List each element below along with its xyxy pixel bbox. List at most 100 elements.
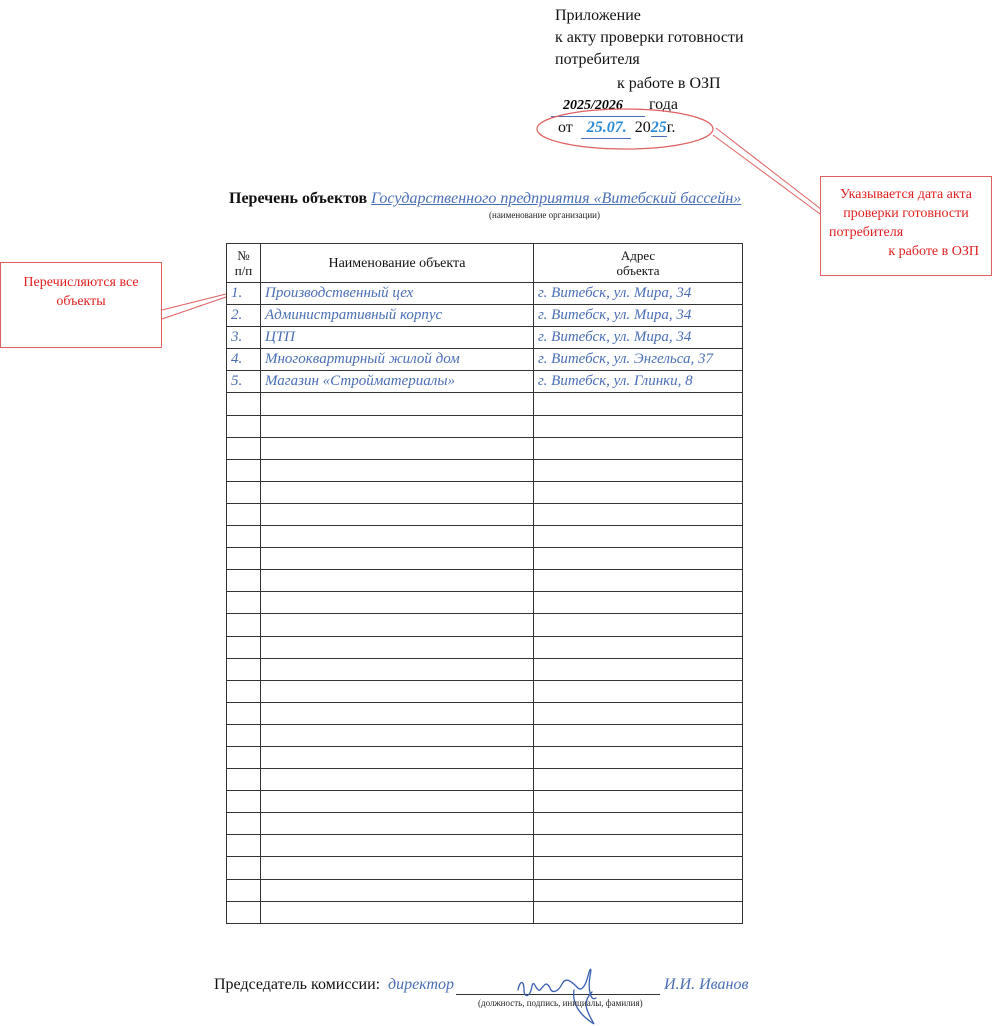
row-object-name: Магазин «Стройматериалы» xyxy=(260,370,534,394)
table-row-empty xyxy=(226,856,743,880)
appendix-label: Приложение xyxy=(555,7,641,24)
table-row-empty xyxy=(226,502,743,527)
empty-cell xyxy=(533,569,743,593)
empty-cell xyxy=(226,723,261,747)
table-row-empty xyxy=(226,480,743,504)
from-word: от xyxy=(558,119,573,136)
objects-table: № п/п Наименование объекта Адрес объекта… xyxy=(226,243,743,924)
appendix-line2: к акту проверки готовности xyxy=(555,29,744,46)
table-row-empty xyxy=(226,878,743,902)
empty-cell xyxy=(226,547,261,571)
header-address-a: Адрес xyxy=(620,248,656,263)
empty-cell xyxy=(260,878,534,902)
empty-cell xyxy=(226,392,261,416)
table-row-empty xyxy=(226,635,743,659)
row-number: 1. xyxy=(226,281,261,306)
empty-cell xyxy=(260,701,534,725)
empty-cell xyxy=(260,635,534,659)
empty-cell xyxy=(260,856,534,880)
empty-cell xyxy=(260,657,534,681)
empty-cell xyxy=(533,635,743,659)
empty-cell xyxy=(533,591,743,615)
table-row-empty xyxy=(226,569,743,593)
row-object-name: ЦТП xyxy=(260,326,534,350)
empty-cell xyxy=(533,856,743,880)
header-number-b: п/п xyxy=(234,263,253,278)
empty-cell xyxy=(226,525,261,549)
row-address: г. Витебск, ул. Мира, 34 xyxy=(533,304,743,328)
empty-cell xyxy=(260,768,534,792)
date-line: от 25.07. 2025г. xyxy=(558,118,676,139)
signature-caption: (должность, подпись, инициалы, фамилия) xyxy=(478,998,643,1008)
date-day-month: 25.07. xyxy=(580,118,631,139)
empty-cell xyxy=(226,878,261,902)
row-address: г. Витебск, ул. Глинки, 8 xyxy=(533,370,743,394)
empty-cell xyxy=(533,657,743,681)
row-address: г. Витебск, ул. Мира, 34 xyxy=(533,326,743,350)
empty-cell xyxy=(533,392,743,416)
table-row-empty xyxy=(226,812,743,836)
empty-cell xyxy=(226,679,261,703)
table-row-empty xyxy=(226,900,743,924)
document-title: Перечень объектов Государственного предп… xyxy=(229,190,741,208)
empty-cell xyxy=(260,613,534,637)
empty-cell xyxy=(226,834,261,858)
empty-cell xyxy=(226,458,261,482)
empty-cell xyxy=(533,723,743,747)
empty-cell xyxy=(260,723,534,747)
date-note-line2: проверки готовности xyxy=(843,206,969,221)
header-object-name: Наименование объекта xyxy=(260,243,534,283)
empty-cell xyxy=(260,392,534,416)
empty-cell xyxy=(533,701,743,725)
empty-cell xyxy=(226,768,261,792)
date-note-callout: Указывается дата акта проверки готовност… xyxy=(820,176,992,276)
empty-cell xyxy=(226,591,261,615)
empty-cell xyxy=(226,502,261,527)
table-row-empty xyxy=(226,723,743,747)
empty-cell xyxy=(260,547,534,571)
empty-cell xyxy=(226,414,261,438)
empty-cell xyxy=(226,812,261,836)
row-number: 3. xyxy=(226,326,261,350)
empty-cell xyxy=(226,635,261,659)
table-row-empty xyxy=(226,436,743,460)
date-note-line1: Указывается дата акта xyxy=(839,187,973,202)
table-row-empty xyxy=(226,657,743,681)
empty-cell xyxy=(260,414,534,438)
empty-cell xyxy=(260,436,534,460)
objects-note-line1: Перечисляются все xyxy=(23,275,139,290)
table-row-empty xyxy=(226,547,743,571)
table-row-empty xyxy=(226,458,743,482)
date-note-line3: потребителя xyxy=(829,225,904,240)
empty-cell xyxy=(226,657,261,681)
organization-name: Государственного предприятия «Витебский … xyxy=(371,190,742,207)
empty-cell xyxy=(260,480,534,504)
empty-cell xyxy=(533,613,743,637)
empty-cell xyxy=(533,547,743,571)
empty-cell xyxy=(533,834,743,858)
empty-cell xyxy=(533,525,743,549)
empty-cell xyxy=(226,613,261,637)
empty-cell xyxy=(533,768,743,792)
title-prefix: Перечень объектов xyxy=(229,190,368,207)
empty-cell xyxy=(226,900,261,924)
objects-note-callout: Перечисляются все объекты xyxy=(0,262,162,348)
objects-note-line2: объекты xyxy=(56,294,106,309)
row-number: 4. xyxy=(226,348,261,372)
chairman-name: И.И. Иванов xyxy=(664,976,749,993)
empty-cell xyxy=(260,679,534,703)
date-note-line4: к работе в ОЗП xyxy=(888,244,979,259)
empty-cell xyxy=(260,502,534,527)
empty-cell xyxy=(226,790,261,814)
organization-caption: (наименование организации) xyxy=(489,210,600,220)
date-leader-line-a xyxy=(712,134,836,226)
signature-line xyxy=(456,994,660,995)
header-address: Адрес объекта xyxy=(533,243,743,283)
empty-cell xyxy=(260,834,534,858)
year-prefix: 20 xyxy=(634,119,651,136)
table-row-empty xyxy=(226,591,743,615)
empty-cell xyxy=(226,480,261,504)
table-row-empty xyxy=(226,834,743,858)
